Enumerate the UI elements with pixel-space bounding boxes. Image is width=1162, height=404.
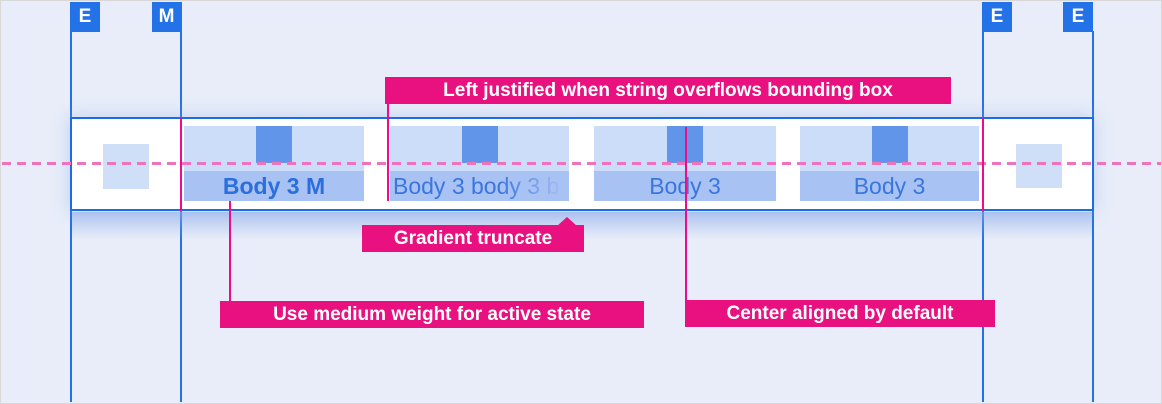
tab-icon-placeholder bbox=[871, 126, 908, 163]
connector-left-justified bbox=[387, 103, 389, 201]
connector-medium-weight bbox=[228, 201, 231, 301]
annotation-left-justified: Left justified when string overflows bou… bbox=[385, 77, 951, 104]
spacing-marker-m: M bbox=[151, 2, 182, 32]
tab-label: Body 3 bbox=[800, 171, 979, 201]
tab-label: Body 3 M bbox=[184, 171, 364, 201]
spacing-marker-e-left: E bbox=[70, 2, 100, 32]
edge-spacer-left bbox=[103, 144, 149, 189]
annotation-gradient-truncate: Gradient truncate bbox=[362, 217, 584, 252]
margin-highlight-m bbox=[180, 118, 182, 211]
annotation-medium-weight: Use medium weight for active state bbox=[220, 301, 644, 328]
annotation-center-aligned: Center aligned by default bbox=[685, 300, 995, 327]
grid-line-margin-e-left bbox=[70, 31, 72, 402]
margin-highlight-e-right bbox=[982, 118, 984, 211]
connector-center-aligned bbox=[684, 127, 687, 300]
spacing-marker-e-right: E bbox=[982, 2, 1012, 32]
pointer-up-icon bbox=[557, 217, 577, 226]
annotation-gradient-truncate-text: Gradient truncate bbox=[393, 228, 553, 249]
tab-label-faded-text: Body 3 body 3 b bbox=[393, 173, 560, 199]
grid-line-margin-e-edge bbox=[1092, 31, 1094, 402]
center-baseline-dashed bbox=[2, 162, 1161, 165]
tab-label: Body 3 body 3 b bbox=[390, 171, 569, 201]
tab-icon-placeholder bbox=[256, 126, 292, 163]
tab-icon-placeholder bbox=[461, 126, 498, 163]
spacing-marker-e-edge: E bbox=[1063, 2, 1093, 32]
edge-spacer-right bbox=[1016, 144, 1062, 188]
